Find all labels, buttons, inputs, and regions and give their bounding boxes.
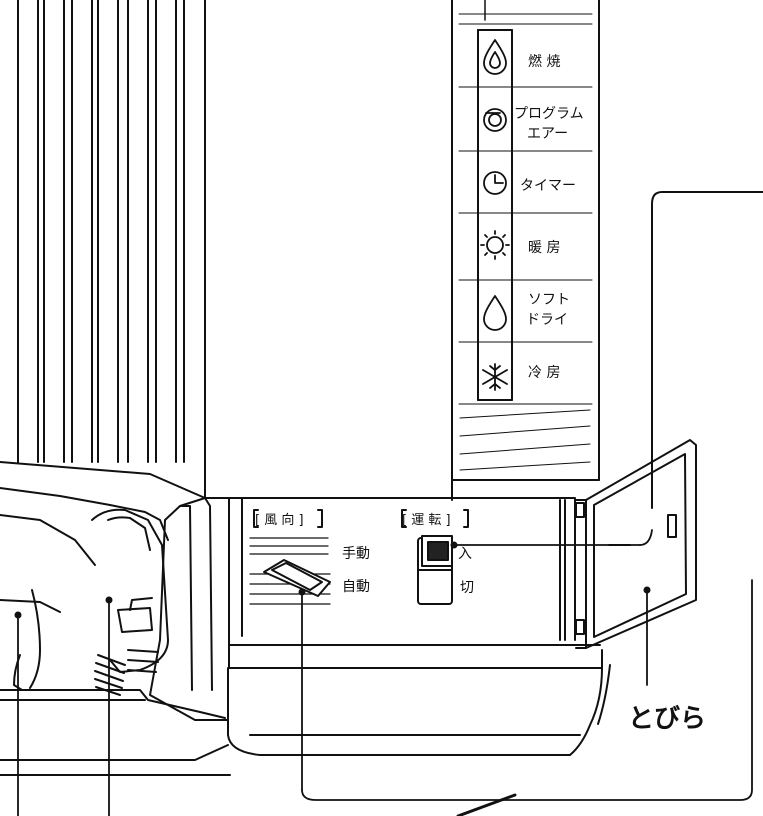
leader-dots (14, 541, 651, 619)
indicator-label-air: エアー (527, 126, 568, 142)
timer-clock-icon (483, 171, 507, 195)
louver-auto-label: 自動 (342, 579, 370, 595)
indicator-label-dry: ドライ (526, 312, 568, 328)
control-door (575, 439, 697, 649)
louver-switch (249, 509, 331, 605)
door-label: とびら (628, 704, 706, 734)
side-intake (91, 508, 169, 696)
power-off-label: 切 (460, 580, 474, 596)
indicator-label-cooling: 冷 房 (528, 365, 560, 381)
power-switch (401, 509, 469, 605)
louver-direction-label: [ 風 向 ] (255, 512, 304, 528)
leader-lines (17, 529, 753, 816)
louver-manual-label: 手動 (342, 546, 370, 562)
indicator-label-program: プログラム (514, 106, 584, 122)
indicator-label-soft: ソフト (528, 292, 570, 308)
program-air-icon (483, 108, 507, 132)
indicator-label-combustion: 燃 焼 (528, 53, 560, 70)
soft-dry-drop-icon (483, 295, 507, 331)
unit-body (149, 497, 611, 756)
indicator-label-heating: 暖 房 (528, 240, 560, 256)
flame-drop-icon (483, 39, 507, 75)
power-on-label: 入 (458, 546, 472, 562)
indicator-panel (451, 0, 600, 501)
power-label: [ 運 転 ] (402, 513, 451, 528)
heating-sun-icon (480, 230, 510, 260)
cooling-snow-icon (482, 363, 508, 391)
front-cover (0, 487, 231, 776)
indicator-label-timer: タイマー (520, 178, 576, 194)
louver-grille (0, 0, 206, 499)
